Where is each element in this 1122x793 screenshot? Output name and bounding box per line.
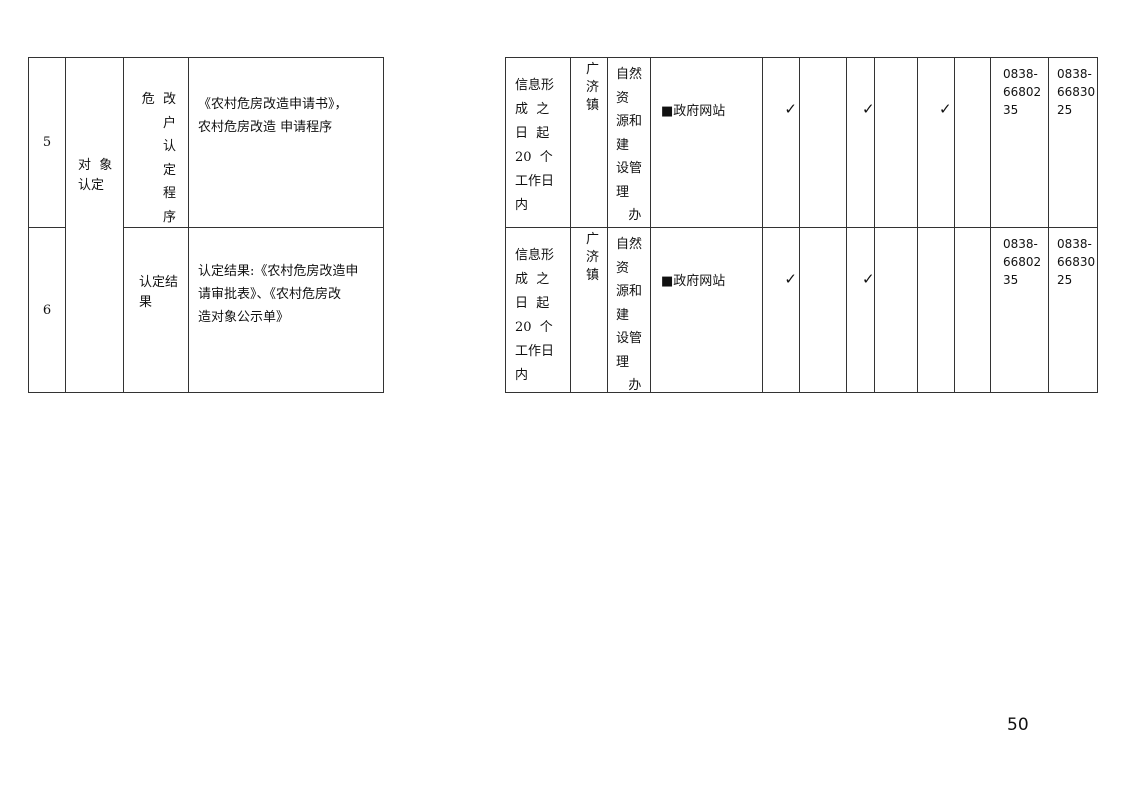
materials-text: 《农村危房改造申请书》， 农村危房改造 申请程序 [198,97,348,135]
time-limit-cell: 信息形 成 之 日 起 20 个 工作日 内 [505,227,571,393]
row-number: 5 [28,57,66,228]
check-cell [799,57,847,228]
check-cell [954,227,991,393]
check-cell: ✓ [846,57,875,228]
department-cell: 自然 资 源和 建 设管 理 办 [607,227,651,393]
phone-cell: 0838- 66802 35 [990,227,1049,393]
channel-cell: ■政府网站 [650,227,763,393]
time-limit-cell: 信息形 成 之 日 起 20 个 工作日 内 [505,57,571,228]
town-text: 广 济 镇 [586,62,600,113]
town-text: 广 济 镇 [586,232,600,283]
department-text: 自然 资 源和 建 设管 理 办 [616,67,643,223]
check-mark-icon: ✓ [862,100,875,118]
table-row: 信息形 成 之 日 起 20 个 工作日 内 广 济 镇 自然 资 源和 建 设… [505,57,1098,228]
check-cell [874,227,918,393]
town-cell: 广 济 镇 [570,227,608,393]
phone-cell: 0838- 66802 35 [990,57,1049,228]
phone-text: 0838- 66830 25 [1057,67,1096,117]
left-table: 5 对 象 认定 危 改 户 认 定 程 序 《农村危房改造申请书》， 农村危房… [28,57,384,393]
channel-text: ■政府网站 [661,274,726,289]
check-cell [954,57,991,228]
check-mark-icon: ✓ [939,100,952,118]
department-text: 自然 资 源和 建 设管 理 办 [616,237,643,393]
check-mark-icon: ✓ [784,270,797,288]
check-mark-icon: ✓ [862,270,875,288]
phone-cell: 0838- 66830 25 [1048,57,1098,228]
department-cell: 自然 资 源和 建 设管 理 办 [607,57,651,228]
materials-cell: 《农村危房改造申请书》， 农村危房改造 申请程序 [188,57,384,228]
right-table: 信息形 成 之 日 起 20 个 工作日 内 广 济 镇 自然 资 源和 建 设… [505,57,1098,393]
check-cell: ✓ [762,57,800,228]
item-label: 危 改 户 认 定 程 序 [141,92,176,225]
row-number: 6 [28,227,66,393]
check-cell [874,57,918,228]
check-cell [917,227,955,393]
materials-text: 认定结果:《农村危房改造申 请审批表》、《农村危房改 造对象公示单》 [198,264,359,325]
time-limit-text: 信息形 成 之 日 起 20 个 工作日 内 [515,248,555,383]
check-mark-icon: ✓ [784,100,797,118]
check-cell: ✓ [762,227,800,393]
phone-text: 0838- 66802 35 [1003,67,1042,117]
category-label: 对 象 认定 [78,158,113,193]
channel-cell: ■政府网站 [650,57,763,228]
channel-text: ■政府网站 [661,104,726,119]
item-label: 认定结 果 [139,275,179,310]
table-row: 5 对 象 认定 危 改 户 认 定 程 序 《农村危房改造申请书》， 农村危房… [28,57,384,393]
page-number: 50 [1007,715,1029,735]
phone-cell: 0838- 66830 25 [1048,227,1098,393]
materials-cell: 认定结果:《农村危房改造申 请审批表》、《农村危房改 造对象公示单》 [188,227,384,393]
table-row: 6 认定结 果 认定结果:《农村危房改造申 请审批表》、《农村危房改 造对象公示… [28,227,384,393]
check-cell: ✓ [917,57,955,228]
phone-text: 0838- 66802 35 [1003,237,1042,287]
item-cell: 认定结 果 [123,227,189,393]
time-limit-text: 信息形 成 之 日 起 20 个 工作日 内 [515,78,555,213]
category-cell: 对 象 认定 [65,57,124,393]
item-cell: 危 改 户 认 定 程 序 [123,57,189,228]
check-cell [799,227,847,393]
phone-text: 0838- 66830 25 [1057,237,1096,287]
table-row: 信息形 成 之 日 起 20 个 工作日 内 广 济 镇 自然 资 源和 建 设… [505,227,1098,393]
town-cell: 广 济 镇 [570,57,608,228]
check-cell: ✓ [846,227,875,393]
